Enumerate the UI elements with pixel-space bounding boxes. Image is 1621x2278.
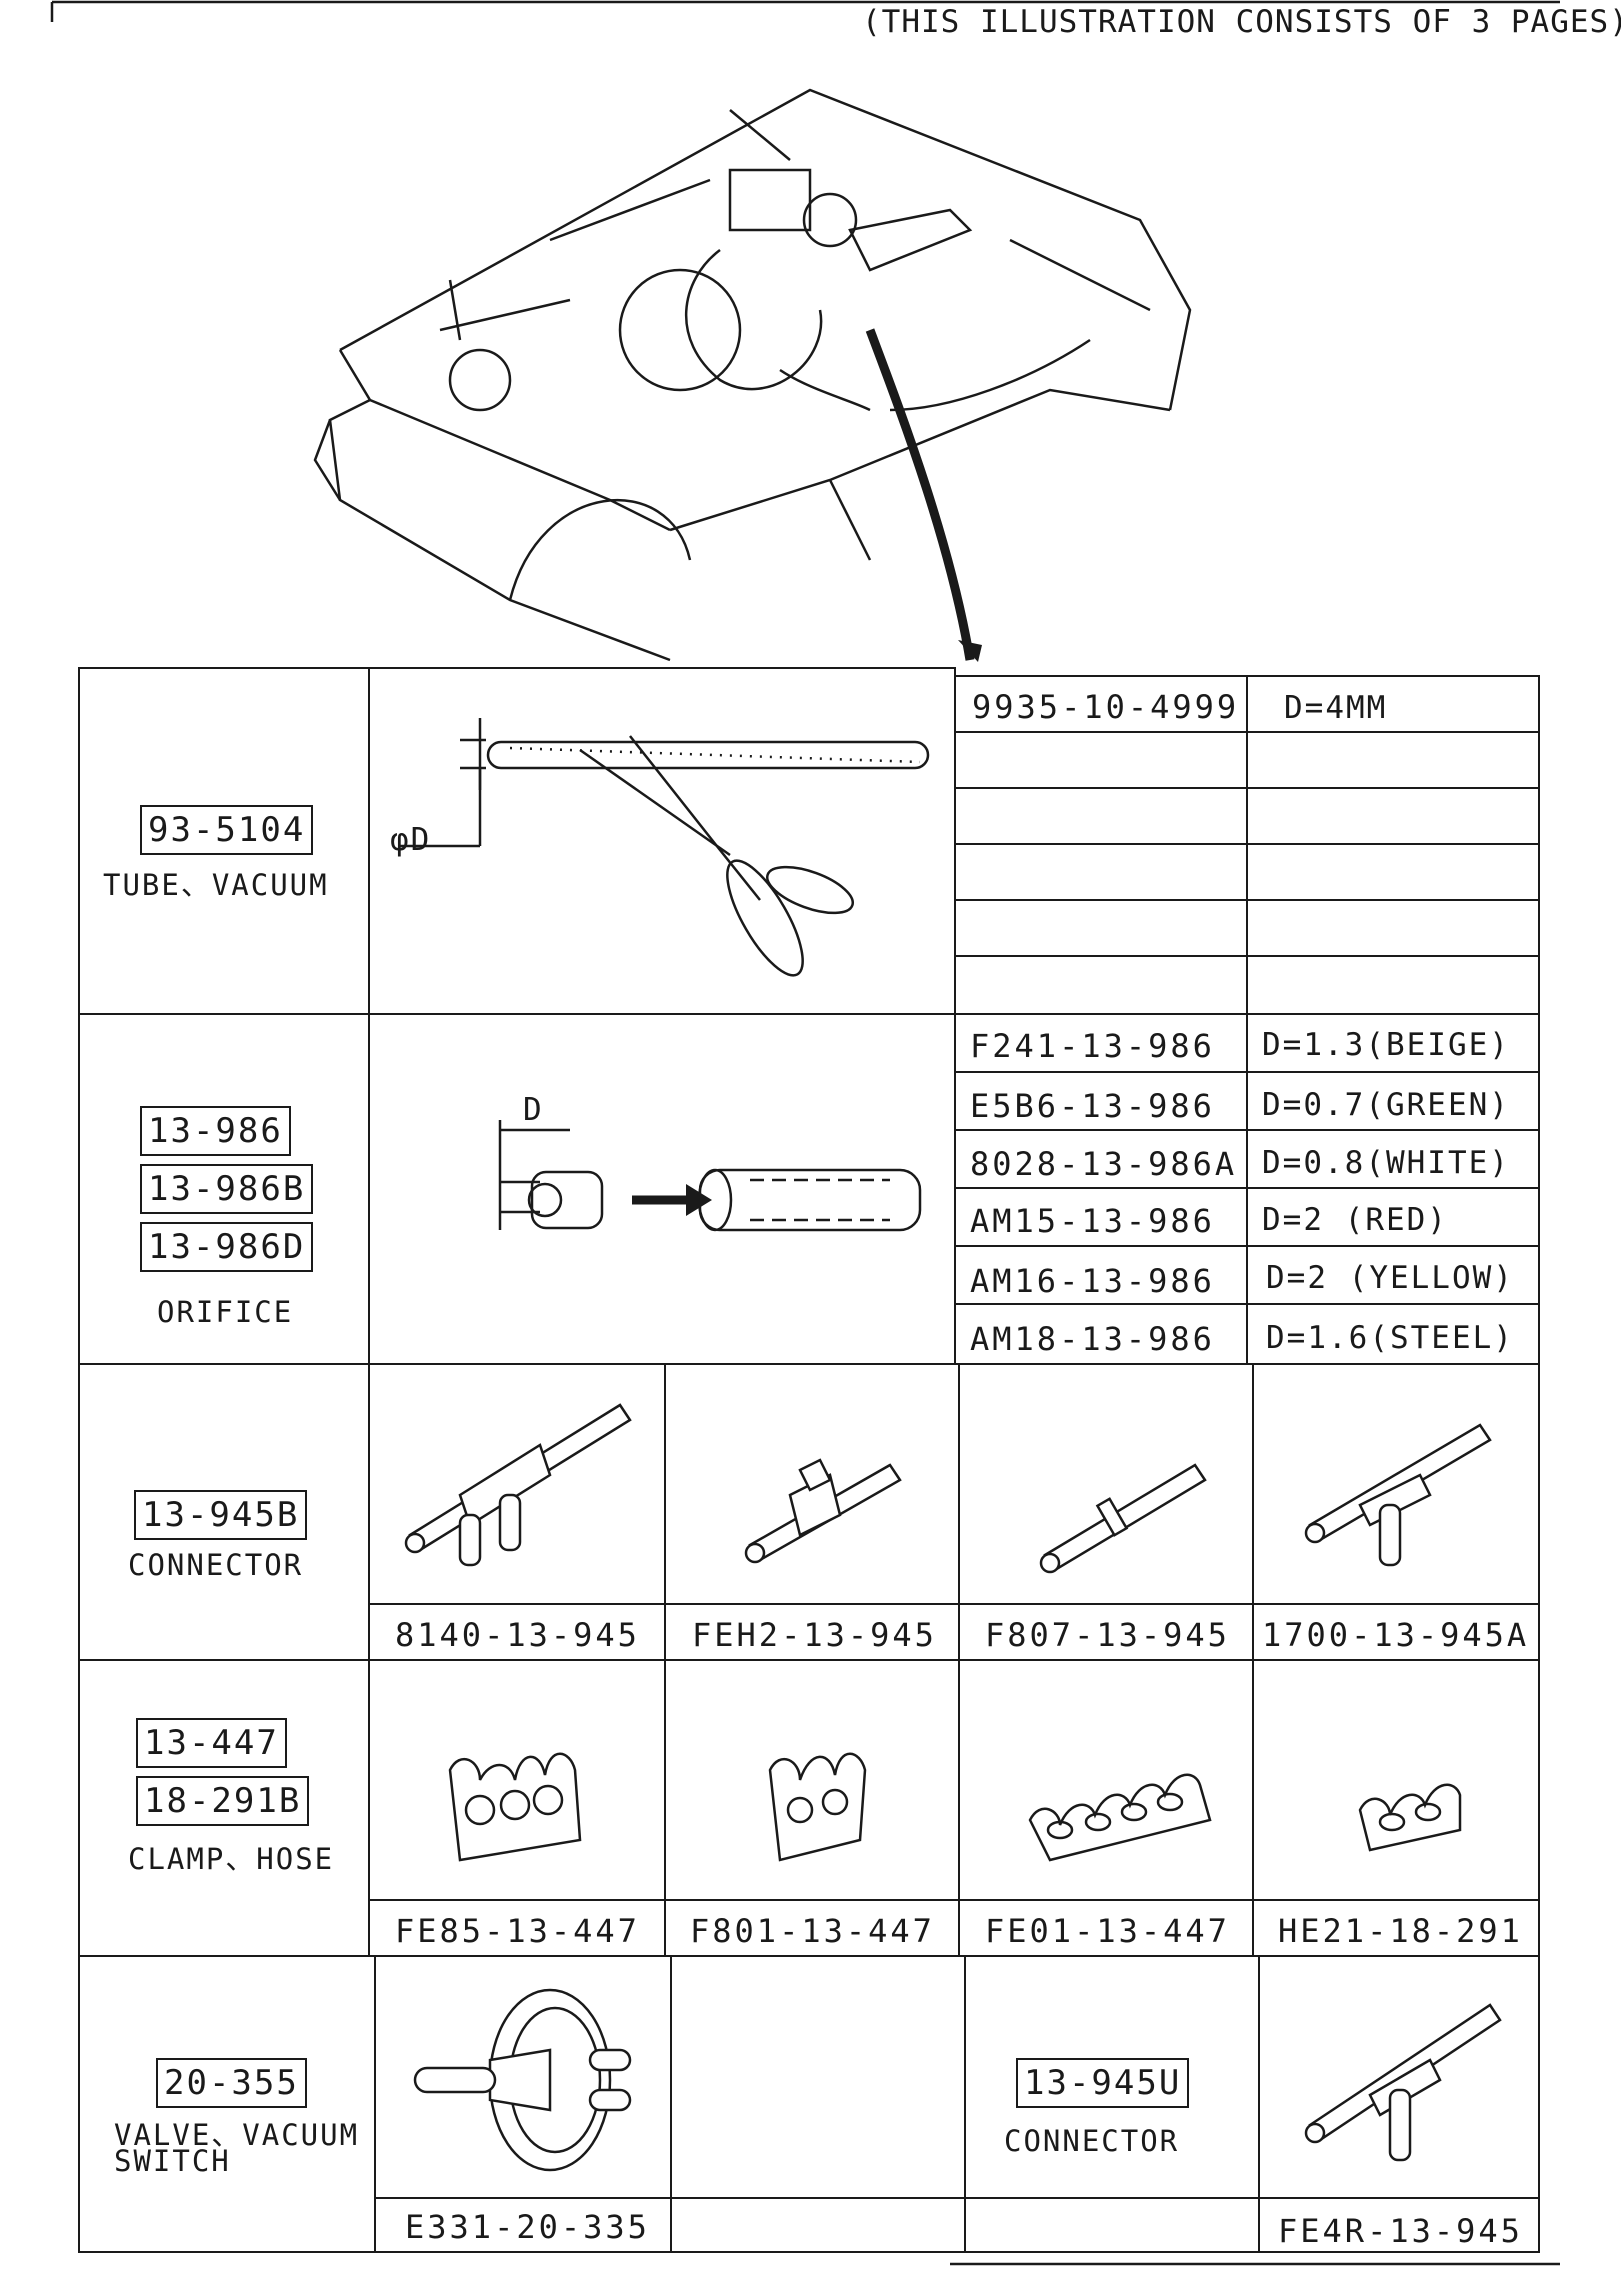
bottom-rule (950, 2262, 1560, 2266)
connector-part-4: 1700-13-945A (1262, 1616, 1530, 1654)
valve-code-box: 20-355 (156, 2058, 307, 2108)
orifice-part-3: 8028-13-986A (970, 1145, 1238, 1183)
clamp-part-4: HE21-18-291 (1278, 1912, 1523, 1950)
connector-feh2-drawing (744, 1458, 902, 1564)
connector-code: 13-945B (134, 1490, 308, 1540)
clamp-fe85-drawing (448, 1752, 582, 1862)
valve-vacuum-switch-drawing (413, 1988, 632, 2172)
orifice-part-1: F241-13-986 (970, 1027, 1215, 1065)
tube-dim-label: φD (390, 822, 432, 858)
connector-u-code-box: 13-945U (1016, 2058, 1190, 2108)
tube-spec-cell-5 (1246, 899, 1540, 957)
clamp-code-2: 18-291B (136, 1776, 310, 1826)
tube-spec-cell-3 (1246, 787, 1540, 845)
orifice-code-box-1: 13-986 (140, 1106, 291, 1156)
orifice-code-2: 13-986B (140, 1164, 314, 1214)
orifice-code-1: 13-986 (140, 1106, 291, 1156)
tube-spec-cell-4 (1246, 843, 1540, 901)
clamp-f801-drawing (768, 1752, 867, 1862)
pages-note: (THIS ILLUSTRATION CONSISTS OF 3 PAGES) (862, 4, 1621, 40)
clamp-code-1: 13-447 (136, 1718, 287, 1768)
orifice-spec-4: D=2 (RED) (1262, 1202, 1448, 1238)
orifice-spec-1: D=1.3(BEIGE) (1262, 1027, 1510, 1063)
tube-part-cell-6 (954, 955, 1248, 1015)
clamp-he21-drawing (1358, 1783, 1462, 1852)
connector-8140-drawing (404, 1403, 632, 1567)
clamp-part-3: FE01-13-447 (985, 1912, 1230, 1950)
valve-part: E331-20-335 (405, 2208, 650, 2246)
orifice-part-2: E5B6-13-986 (970, 1087, 1215, 1125)
orifice-part-4: AM15-13-986 (970, 1202, 1215, 1240)
connector-u-part: FE4R-13-945 (1278, 2212, 1523, 2250)
connector-name: CONNECTOR (128, 1548, 304, 1582)
connector-part-2: FEH2-13-945 (692, 1616, 937, 1654)
tube-code: 93-5104 (140, 805, 314, 855)
connector-u-part-cell (1258, 2197, 1540, 2253)
valve-code: 20-355 (156, 2058, 307, 2108)
valve-name-line1: VALVE、VACUUM (114, 2118, 360, 2152)
tube-code-box: 93-5104 (140, 805, 314, 855)
orifice-name: ORIFICE (157, 1295, 294, 1329)
orifice-spec-2: D=0.7(GREEN) (1262, 1087, 1510, 1123)
clamp-fe01-drawing (1028, 1773, 1212, 1862)
tube-part-cell-5 (954, 899, 1248, 957)
connector-part-1: 8140-13-945 (395, 1616, 640, 1654)
clamp-code-box-2: 18-291B (136, 1776, 310, 1826)
orifice-code-box-2: 13-986B (140, 1164, 314, 1214)
clamp-part-1: FE85-13-447 (395, 1912, 640, 1950)
tube-scissors-drawing (400, 718, 930, 977)
connector-1700-drawing (1304, 1423, 1492, 1567)
orifice-spec-3: D=0.8(WHITE) (1262, 1145, 1510, 1181)
connector-code-box: 13-945B (134, 1490, 308, 1540)
tube-part-cell-4 (954, 843, 1248, 901)
orifice-dim-label: D (523, 1092, 544, 1128)
tube-part-number: 9935-10-4999 (972, 688, 1240, 726)
connector-fe4r-drawing (1304, 2003, 1502, 2162)
blank-figure-cell (670, 1955, 966, 2199)
orifice-code-3: 13-986D (140, 1222, 314, 1272)
orifice-code-box-3: 13-986D (140, 1222, 314, 1272)
valve-name-line2: SWITCH (114, 2144, 231, 2178)
engine-bay-illustration (313, 88, 1192, 662)
clamp-code-box-1: 13-447 (136, 1718, 287, 1768)
tube-spec-cell-2 (1246, 731, 1540, 789)
orifice-part-5: AM16-13-986 (970, 1262, 1215, 1300)
orifice-spec-5: D=2 (YELLOW) (1266, 1260, 1514, 1296)
tube-spec: D=4MM (1284, 690, 1388, 726)
blank-part-cell-2 (964, 2197, 1260, 2253)
blank-part-cell-1 (670, 2197, 966, 2253)
orifice-spec-6: D=1.6(STEEL) (1266, 1320, 1514, 1356)
tube-part-cell-3 (954, 787, 1248, 845)
orifice-drawing (498, 1120, 922, 1232)
connector-u-name: CONNECTOR (1004, 2124, 1180, 2158)
tube-spec-cell-6 (1246, 955, 1540, 1015)
clamp-name: CLAMP、HOSE (128, 1842, 335, 1876)
tube-part-cell-2 (954, 731, 1248, 789)
clamp-part-2: F801-13-447 (690, 1912, 935, 1950)
orifice-part-6: AM18-13-986 (970, 1320, 1215, 1358)
connector-part-3: F807-13-945 (985, 1616, 1230, 1654)
top-border (50, 0, 1560, 22)
connector-u-code: 13-945U (1016, 2058, 1190, 2108)
connector-f807-drawing (1039, 1463, 1207, 1574)
tube-name: TUBE、VACUUM (103, 868, 329, 902)
